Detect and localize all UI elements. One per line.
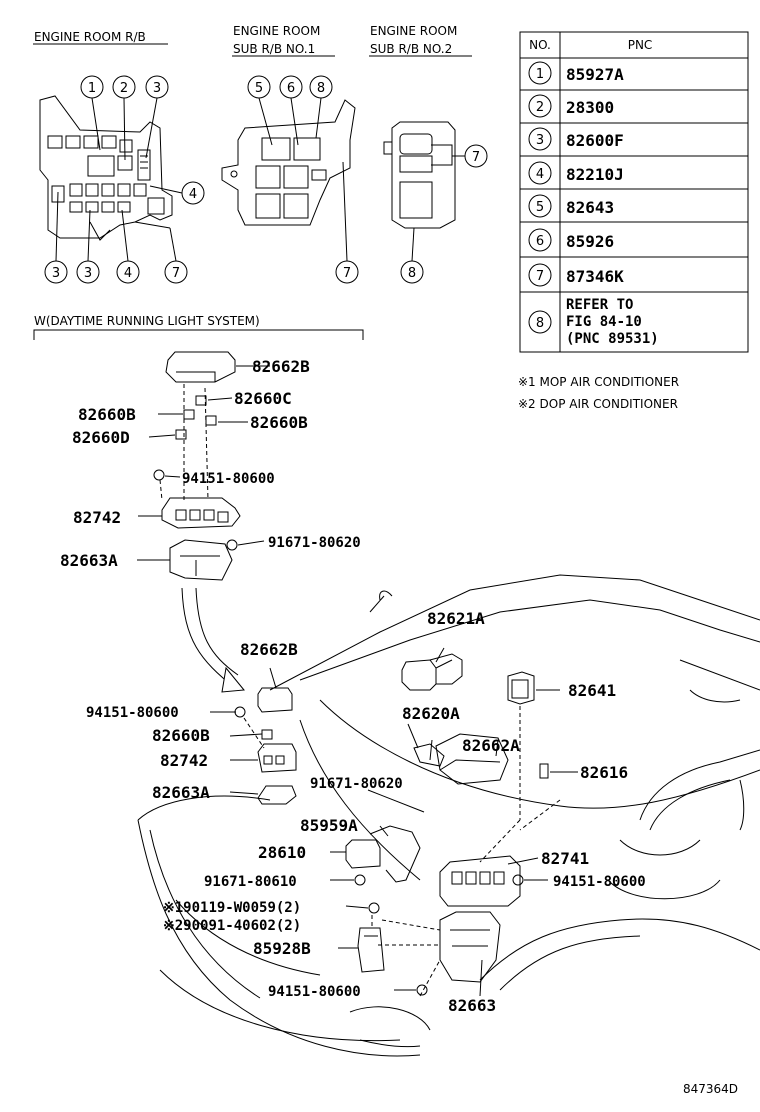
table-row-pnc-line3: (PNC 89531) [566,331,659,347]
part-label: 82741 [541,849,589,868]
part-label: 82660B [152,726,210,745]
table-row-no: 8 [536,316,544,331]
header-sub-rb1-line1: ENGINE ROOM [233,24,320,38]
part-label: 82660C [234,389,292,408]
sub-rb1-drawing [221,99,356,226]
part-label: 82663A [152,783,210,802]
part-label: 82662B [252,357,310,376]
part-label: 82663 [448,996,496,1015]
sub-rb2-drawing [383,121,456,229]
table-row-pnc-line2: FIG 84-10 [566,314,642,330]
part-label: 82616 [580,763,628,782]
callout-rb: 2 [120,81,128,96]
table-row-pnc: 87346K [566,267,624,286]
part-label: 82742 [160,751,208,770]
part-label: 82660B [78,405,136,424]
figure-id: 847364D [683,1082,738,1096]
header-sub-rb2-line2: SUB R/B NO.2 [370,42,452,56]
table-row-no: 1 [536,67,544,82]
engine-room-rb-drawing [39,95,173,241]
part-label: 82663A [60,551,118,570]
callout-sub2: 7 [472,150,480,165]
part-label: 85959A [300,816,358,835]
callout-rb: 4 [189,187,197,202]
table-row-no: 3 [536,133,544,148]
table-row-pnc: 82600F [566,131,624,150]
callout-rb: 4 [124,266,132,281]
part-label: 85928B [253,939,311,958]
table-row-no: 5 [536,200,544,215]
lower-assembly-drawing [234,653,549,996]
table-row-pnc: 82210J [566,165,624,184]
table-row-pnc: 85927A [566,65,624,84]
table-header-pnc: PNC [628,38,653,52]
part-label: 94151-80600 [268,984,361,1000]
table-row-no: 6 [536,234,544,249]
part-label: 82620A [402,704,460,723]
table-row-no: 2 [536,100,544,115]
callout-sub1: 7 [343,266,351,281]
part-label: 28610 [258,843,306,862]
header-sub-rb1-line2: SUB R/B NO.1 [233,42,315,56]
part-label: 91671-80620 [310,776,403,792]
part-label: 94151-80600 [553,874,646,890]
part-label: 82742 [73,508,121,527]
callout-rb: 3 [153,81,161,96]
callout-rb: 3 [52,266,60,281]
part-label: 82621A [427,609,485,628]
table-row-pnc: 85926 [566,232,614,251]
part-label: 94151-80600 [182,471,275,487]
part-label: ※190119-W0059(2) [163,900,301,916]
part-label: 82662B [240,640,298,659]
table-row-pnc-line1: REFER TO [566,297,633,313]
callout-rb: 7 [172,266,180,281]
callout-sub1: 5 [255,81,263,96]
callout-sub1: 6 [287,81,295,96]
part-label: 82641 [568,681,616,700]
note-mop: ※1 MOP AIR CONDITIONER [518,375,679,389]
part-label: 94151-80600 [86,705,179,721]
note-dop: ※2 DOP AIR CONDITIONER [518,397,678,411]
table-row-no: 4 [536,167,544,182]
table-row-pnc: 28300 [566,98,614,117]
drl-parts-drawing [153,351,241,581]
part-label: 91671-80610 [204,874,297,890]
callout-rb: 1 [88,81,96,96]
header-drl: W(DAYTIME RUNNING LIGHT SYSTEM) [34,314,260,328]
part-label: 82660D [72,428,130,447]
table-row-no: 7 [536,269,544,284]
table-header-no: NO. [529,38,551,52]
vehicle-body-outline [137,574,760,1057]
part-label: 82662A [462,736,520,755]
header-engine-room-rb: ENGINE ROOM R/B [34,30,146,44]
callout-sub1: 8 [317,81,325,96]
callout-sub2: 8 [408,266,416,281]
part-label: 82660B [250,413,308,432]
table-row-pnc: 82643 [566,198,614,217]
part-label: 91671-80620 [268,535,361,551]
header-sub-rb2-line1: ENGINE ROOM [370,24,457,38]
pnc-table [519,31,749,353]
part-label: ※290091-40602(2) [163,918,301,934]
callout-rb: 3 [84,266,92,281]
